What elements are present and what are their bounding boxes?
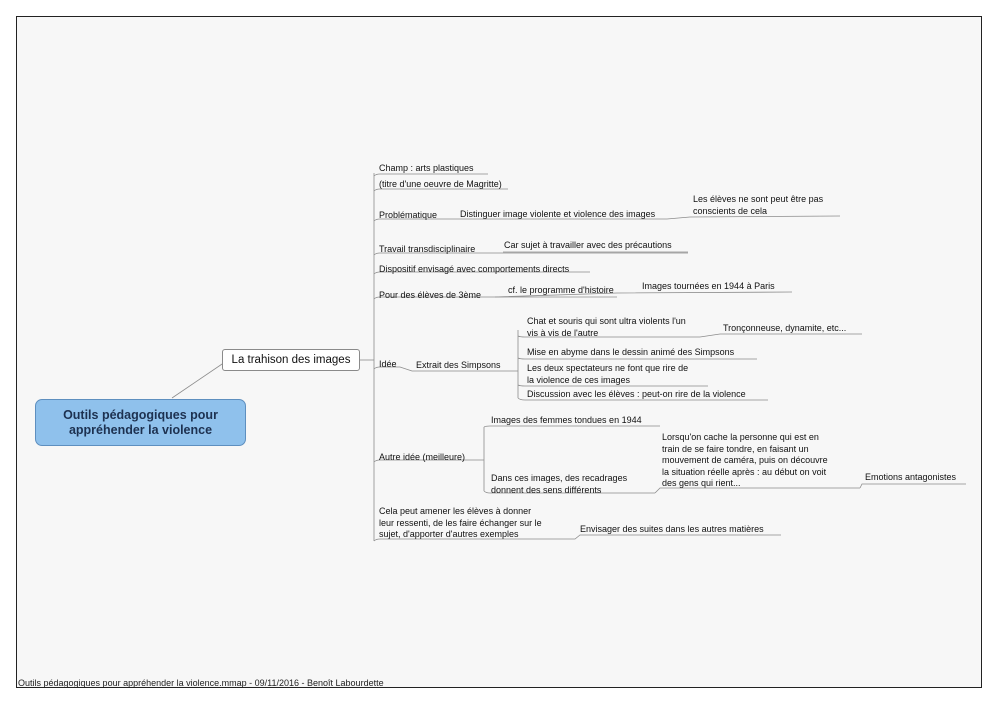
topic-idee[interactable]: Idée	[379, 359, 397, 369]
topic-eleves-detail[interactable]: cf. le programme d'histoire	[508, 285, 614, 295]
mindmap-canvas	[16, 16, 982, 688]
main-topic-node[interactable]: La trahison des images	[222, 349, 360, 371]
topic-abyme[interactable]: Mise en abyme dans le dessin animé des S…	[527, 347, 735, 357]
topic-autre[interactable]: Autre idée (meilleure)	[379, 452, 466, 462]
topic-eleves[interactable]: Pour des élèves de 3ème	[379, 290, 482, 300]
topic-travail[interactable]: Travail transdisciplinaire	[379, 244, 476, 254]
topic-suites[interactable]: Envisager des suites dans les autres mat…	[580, 524, 764, 534]
topic-cache[interactable]: Lorsqu'on cache la personne qui est en t…	[662, 432, 828, 488]
topic-recadrages[interactable]: Dans ces images, des recadrages donnent …	[491, 473, 628, 495]
topic-problematique[interactable]: Problématique	[379, 210, 438, 220]
topic-problematique-detail[interactable]: Distinguer image violente et violence de…	[460, 209, 656, 219]
topic-eleves-note[interactable]: Images tournées en 1944 à Paris	[642, 281, 775, 291]
topic-femmes[interactable]: Images des femmes tondues en 1944	[491, 415, 642, 425]
footer-caption: Outils pédagogiques pour appréhender la …	[18, 678, 384, 688]
topic-chat-note[interactable]: Tronçonneuse, dynamite, etc...	[723, 323, 847, 333]
topic-chat[interactable]: Chat et souris qui sont ultra violents l…	[527, 316, 686, 338]
topic-champ[interactable]: Champ : arts plastiques	[379, 163, 474, 173]
topic-dispositif[interactable]: Dispositif envisagé avec comportements d…	[379, 264, 570, 274]
topic-problematique-note[interactable]: Les élèves ne sont peut être pas conscie…	[693, 194, 824, 216]
topic-discussion[interactable]: Discussion avec les élèves : peut-on rir…	[527, 389, 746, 399]
root-node[interactable]: Outils pédagogiques pour appréhender la …	[35, 399, 246, 446]
topic-titre[interactable]: (titre d'une oeuvre de Magritte)	[379, 179, 502, 189]
topic-travail-detail[interactable]: Car sujet à travailler avec des précauti…	[504, 240, 672, 250]
topic-ressenti[interactable]: Cela peut amener les élèves à donner leu…	[379, 506, 542, 539]
topic-emotions[interactable]: Emotions antagonistes	[865, 472, 957, 482]
topic-extrait[interactable]: Extrait des Simpsons	[416, 360, 501, 370]
topic-spectateurs[interactable]: Les deux spectateurs ne font que rire de…	[527, 363, 689, 385]
